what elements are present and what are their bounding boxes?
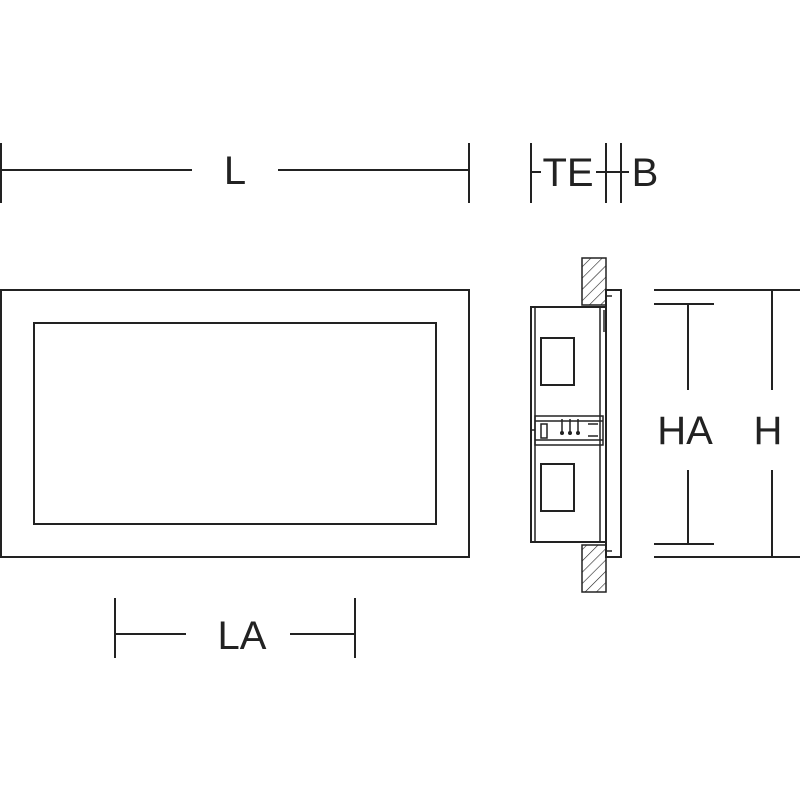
dimension-height: H xyxy=(654,289,800,558)
dimension-length: L xyxy=(0,143,470,203)
wall-section-bottom xyxy=(581,544,607,593)
wall-section-top xyxy=(581,257,607,306)
dimension-thickness: TE B xyxy=(530,143,659,203)
height-label: H xyxy=(754,409,783,453)
front-outer-frame xyxy=(0,289,470,558)
thickness-e-label: TE xyxy=(542,151,593,195)
front-view xyxy=(0,289,470,558)
side-view xyxy=(530,257,622,593)
housing-window-top xyxy=(540,337,575,386)
aperture-length-label: LA xyxy=(218,614,267,658)
housing-window-bottom xyxy=(540,463,575,512)
front-inner-aperture xyxy=(33,322,437,525)
dimension-aperture-length: LA xyxy=(114,598,356,658)
terminal-clamp xyxy=(531,415,604,446)
dimension-aperture-height: HA xyxy=(654,303,714,545)
bezel-plate xyxy=(605,289,622,558)
aperture-height-label: HA xyxy=(657,409,713,453)
bezel-label: B xyxy=(632,151,659,195)
length-label: L xyxy=(224,149,246,193)
